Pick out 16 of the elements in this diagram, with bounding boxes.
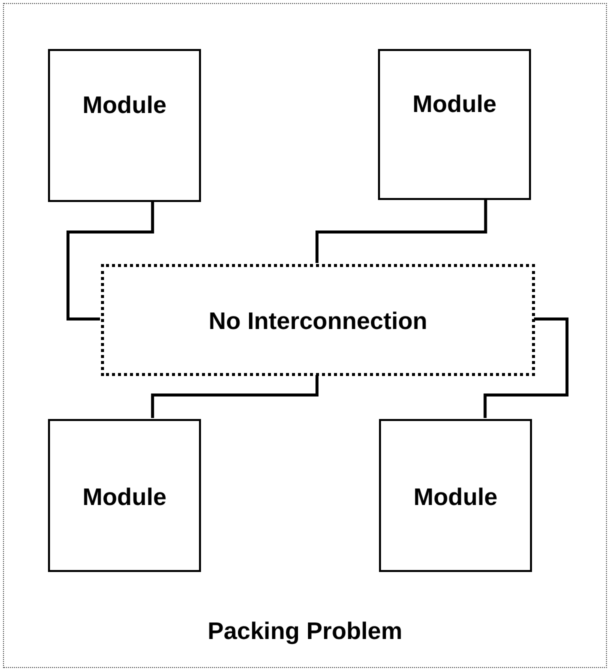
outer-frame <box>3 3 607 668</box>
interconnection-label: No Interconnection <box>208 308 428 336</box>
module-label: Module <box>82 92 166 120</box>
module-box <box>48 49 201 202</box>
connector-line <box>151 375 318 418</box>
interconnection-box <box>101 264 535 376</box>
connector-line <box>66 201 154 320</box>
module-label: Module <box>412 90 496 118</box>
module-box <box>378 49 531 200</box>
connector-line <box>484 318 568 418</box>
connector-line <box>316 199 488 263</box>
frame-heading: Packing Problem <box>208 618 402 646</box>
module-box <box>48 419 201 572</box>
module-box <box>379 419 532 572</box>
module-label: Module <box>414 484 498 512</box>
module-label: Module <box>82 484 166 512</box>
